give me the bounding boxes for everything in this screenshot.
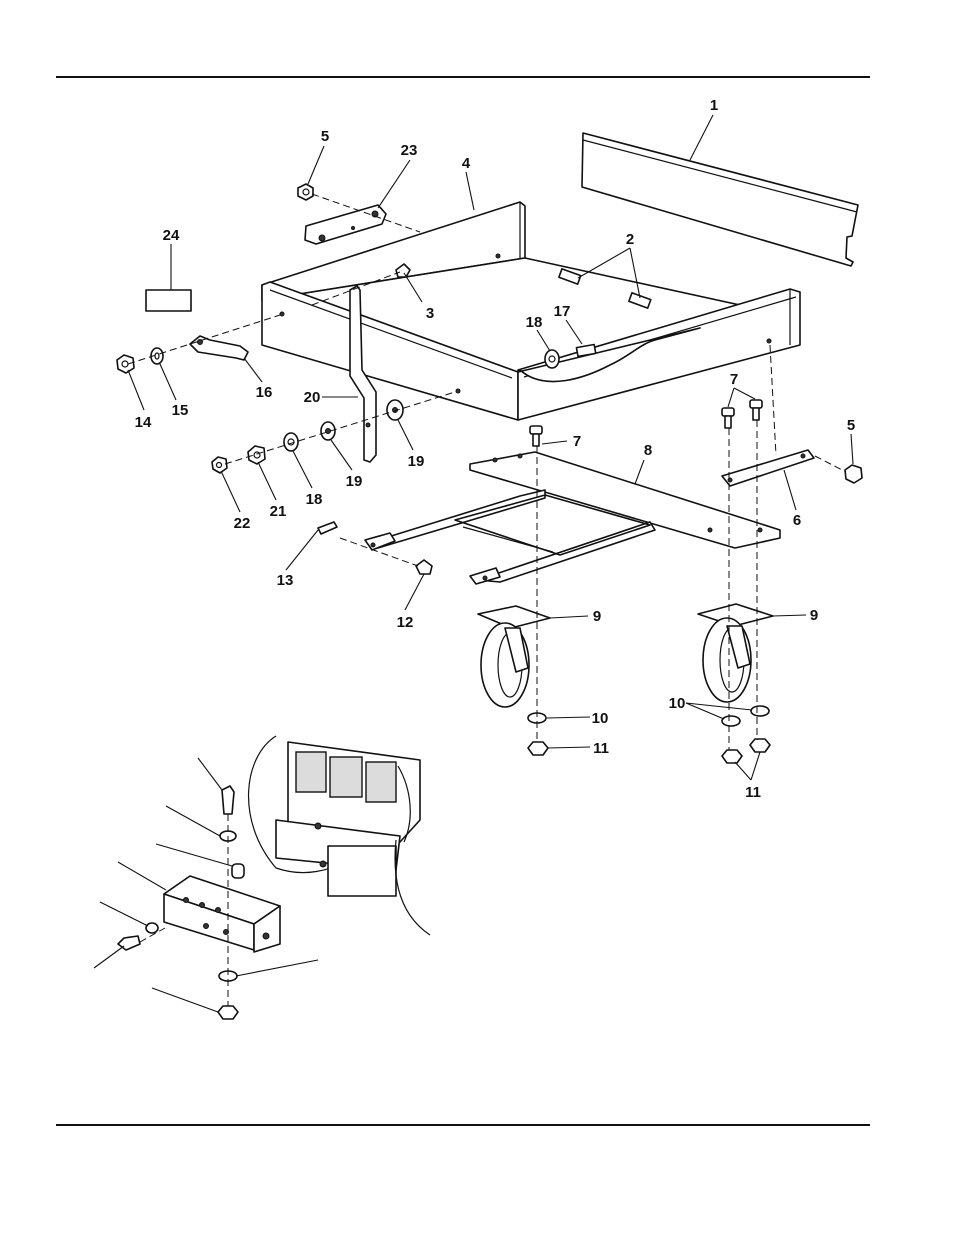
caster-wheel-right-part bbox=[698, 604, 773, 702]
callout-19-stack: 19 bbox=[346, 473, 363, 490]
callout-17: 17 bbox=[554, 303, 571, 320]
nut-part bbox=[845, 465, 862, 483]
caster-wheel-left-part bbox=[478, 606, 550, 707]
callout-23: 23 bbox=[401, 142, 418, 159]
callout-3: 3 bbox=[426, 305, 434, 322]
callout-19-box: 19 bbox=[408, 453, 425, 470]
caster-nuts-washers-part bbox=[528, 706, 770, 763]
callout-12: 12 bbox=[397, 614, 414, 631]
callout-6: 6 bbox=[793, 512, 801, 529]
callout-18-stack: 18 bbox=[306, 491, 323, 508]
callout-1: 1 bbox=[710, 97, 718, 114]
callout-16: 16 bbox=[256, 384, 273, 401]
callout-7-right: 7 bbox=[730, 371, 738, 388]
callout-15: 15 bbox=[172, 402, 189, 419]
callout-9-left: 9 bbox=[593, 608, 601, 625]
callout-10-right: 10 bbox=[669, 695, 686, 712]
callout-24: 24 bbox=[163, 227, 180, 244]
clevis-bracket-part bbox=[190, 336, 248, 360]
callout-7-mid: 7 bbox=[573, 433, 581, 450]
rear-bar-part bbox=[722, 450, 814, 486]
nut-part bbox=[298, 184, 313, 200]
callout-5-right: 5 bbox=[847, 417, 855, 434]
callout-14: 14 bbox=[135, 414, 152, 431]
callout-22: 22 bbox=[234, 515, 251, 532]
callout-10-left: 10 bbox=[592, 710, 609, 727]
callout-9-right: 9 bbox=[810, 607, 818, 624]
side-board-part bbox=[582, 133, 858, 266]
hitch-plate-part bbox=[305, 205, 386, 244]
callout-11-right: 11 bbox=[745, 784, 761, 801]
callout-8: 8 bbox=[644, 442, 652, 459]
callout-20: 20 bbox=[304, 389, 321, 406]
callout-4: 4 bbox=[462, 155, 471, 172]
callout-2: 2 bbox=[626, 231, 634, 248]
callout-13: 13 bbox=[277, 572, 294, 589]
callout-11-left: 11 bbox=[593, 740, 609, 757]
decal-part bbox=[146, 290, 191, 311]
hitch-inset-illustration bbox=[94, 736, 430, 1019]
callout-18-box: 18 bbox=[526, 314, 543, 331]
callout-21: 21 bbox=[270, 503, 287, 520]
callout-5-top: 5 bbox=[321, 128, 329, 145]
